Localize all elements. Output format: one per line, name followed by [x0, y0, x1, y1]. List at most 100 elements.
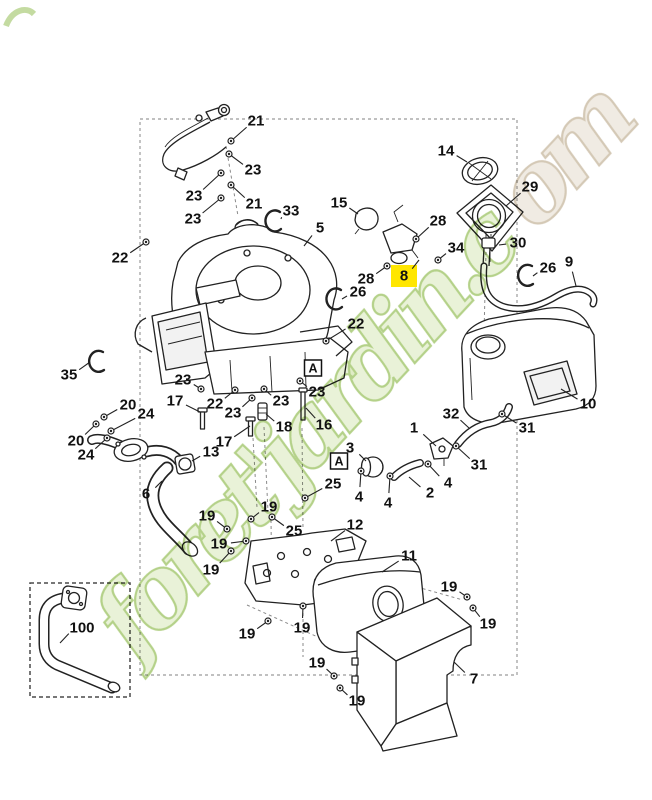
air-cleaner-illustration [456, 156, 524, 262]
callout-33: 33 [280, 203, 300, 220]
callout-26: 26 [341, 284, 367, 301]
callout-11: 11 [381, 548, 417, 573]
clip-26-illustration [325, 287, 344, 311]
part-number-label: 23 [309, 384, 326, 401]
engine-bolts-illustration [197, 387, 308, 437]
part-number-label: 15 [331, 195, 348, 212]
callout-20: 20 [100, 397, 137, 421]
part-number-label: 19 [309, 655, 326, 672]
callout-3: 3 [346, 440, 367, 462]
fuel-valve-illustration [360, 403, 513, 481]
part-number-label: 34 [448, 240, 465, 257]
callout-19: 19 [211, 536, 250, 553]
callout-22: 22 [112, 238, 150, 267]
part-number-label: 11 [401, 548, 417, 565]
callout-18: 18 [265, 413, 293, 436]
svg-text:A: A [334, 455, 343, 469]
part-number-label: 19 [239, 626, 256, 643]
callout-23: 23 [186, 169, 225, 205]
part-number-label: 33 [283, 203, 300, 220]
clamp-illustration [481, 234, 496, 267]
part-number-label: 20 [68, 433, 85, 450]
part-number-label: 5 [316, 220, 324, 237]
part-number-label: 19 [441, 579, 458, 596]
callout-15: 15 [331, 195, 359, 215]
callout-21: 21 [227, 181, 262, 213]
callout-23: 23 [175, 372, 205, 393]
part-number-label: 28 [430, 213, 447, 230]
callout-23: 23 [260, 385, 289, 410]
callout-1: 1 [410, 420, 437, 447]
part-number-label: 4 [384, 495, 393, 512]
part-number-label: 31 [471, 457, 488, 474]
callout-23: 23 [225, 150, 262, 179]
part-number-label: 19 [294, 620, 311, 637]
callout-19: 19 [294, 602, 311, 637]
heat-shield-illustration [351, 597, 472, 752]
part-number-label: 2 [426, 485, 434, 502]
part-number-label: 10 [580, 396, 597, 413]
part-number-label: 23 [245, 162, 262, 179]
part-number-label: 23 [185, 211, 202, 228]
callout-22: 22 [207, 386, 239, 413]
callout-14: 14 [438, 143, 468, 163]
gasket-illustration [174, 453, 196, 475]
callout-32: 32 [443, 406, 470, 429]
part-number-label: 19 [199, 508, 216, 525]
part-number-label: 21 [248, 113, 265, 130]
part-number-label: 18 [276, 419, 293, 436]
part-number-label: 32 [443, 406, 460, 423]
part-number-label: 24 [78, 447, 95, 464]
callout-24: 24 [107, 406, 155, 435]
callout-28: 28 [412, 213, 447, 243]
throttle-wiring-illustration [162, 103, 231, 181]
part-number-label: 19 [203, 562, 220, 579]
callout-16: 16 [305, 407, 332, 434]
part-number-label: 100 [69, 620, 94, 637]
highlight-box [391, 265, 417, 287]
part-number-label: 29 [522, 179, 539, 196]
callout-12: 12 [330, 517, 364, 542]
callout-25: 25 [268, 513, 303, 540]
part-number-label: 26 [350, 284, 367, 301]
part-number-label: 12 [347, 517, 364, 534]
callout-19: 19 [469, 604, 497, 633]
callout-8: 8 [391, 259, 420, 287]
part-number-label: 19 [211, 536, 228, 553]
part-number-label: 1 [410, 420, 418, 437]
callout-21: 21 [227, 113, 265, 145]
callout-34: 34 [434, 240, 465, 264]
callout-4: 4 [384, 472, 394, 512]
part-number-label: 25 [286, 523, 303, 540]
callout-19: 19 [203, 547, 235, 579]
part-number-label: 23 [186, 188, 203, 205]
callout-19: 19 [239, 617, 272, 643]
callout-25: 25 [301, 476, 342, 502]
clip-33-illustration [264, 209, 283, 233]
callout-4: 4 [355, 467, 365, 506]
callout-6: 6 [142, 480, 163, 503]
engine-illustration [134, 219, 353, 395]
callout-23: 23 [225, 394, 256, 422]
callout-20: 20 [68, 420, 100, 450]
callout-17: 17 [167, 393, 201, 413]
inset-box [29, 582, 131, 698]
part-number-label: 19 [480, 616, 497, 633]
part-number-label: 4 [444, 475, 453, 492]
ref-box-A: A [329, 452, 349, 470]
callout-24: 24 [78, 434, 111, 464]
callout-19: 19 [247, 499, 277, 523]
part-number-label: 19 [349, 693, 366, 710]
part-number-label: 25 [325, 476, 342, 493]
part-number-label: 23 [225, 405, 242, 422]
callout-23: 23 [296, 377, 326, 401]
callout-23: 23 [185, 194, 225, 228]
callout-31: 31 [498, 410, 535, 437]
callout-19: 19 [441, 579, 471, 601]
intake-elbow-illustration [354, 207, 379, 231]
part-number-label: 20 [120, 397, 137, 414]
part-number-label: 30 [510, 235, 527, 252]
